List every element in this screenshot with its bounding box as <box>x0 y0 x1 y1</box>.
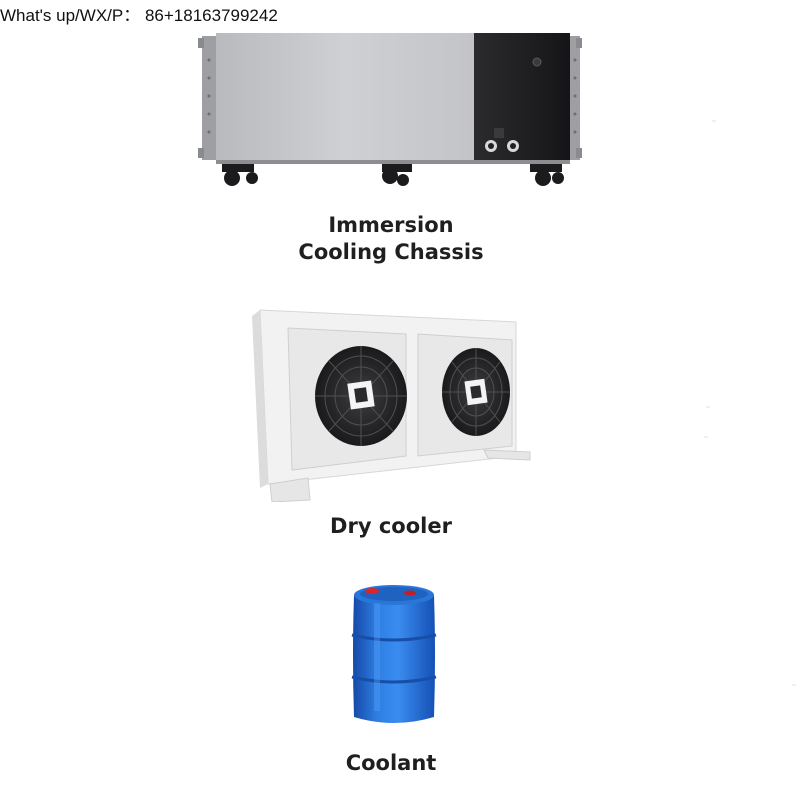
coolant-label: Coolant <box>345 751 437 775</box>
coolant-drum-image <box>351 585 437 723</box>
background-speck <box>792 684 796 686</box>
immersion-chassis-image <box>198 33 582 186</box>
background-speck <box>706 406 710 408</box>
background-speck <box>704 436 708 438</box>
contact-text: What's up/WX/P： 86+18163799242 <box>0 6 278 25</box>
chassis-label-line1: Immersion <box>328 213 454 237</box>
dry-cooler-label: Dry cooler <box>330 514 452 538</box>
dry-cooler-image <box>252 309 531 502</box>
background-speck <box>712 120 716 122</box>
chassis-label: Immersion Cooling Chassis <box>291 212 491 266</box>
chassis-label-line2: Cooling Chassis <box>298 240 484 264</box>
